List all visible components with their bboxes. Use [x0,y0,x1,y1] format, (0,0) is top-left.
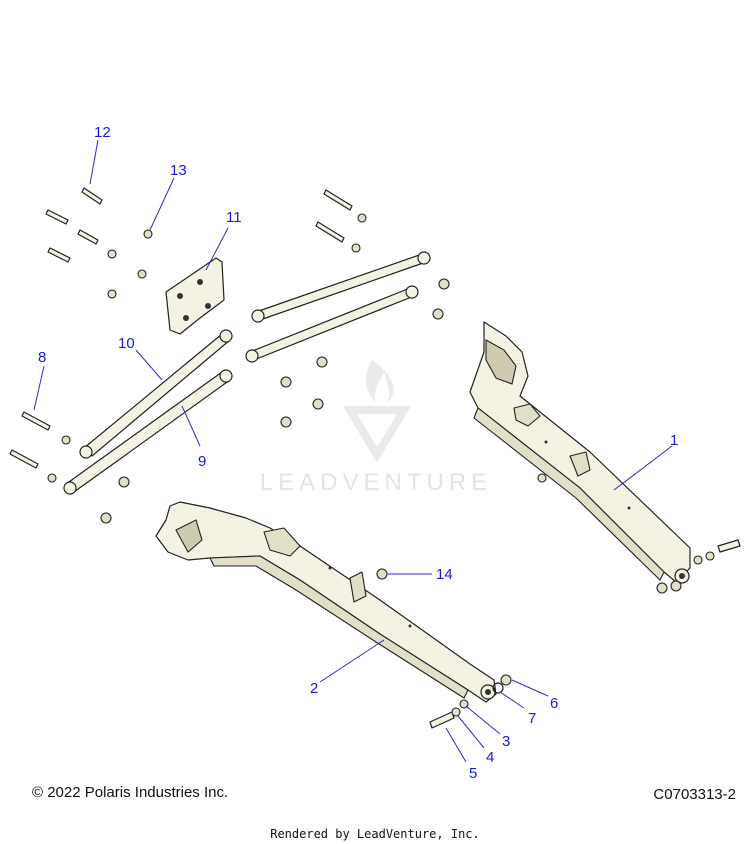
callout-12: 12 [94,124,111,141]
radius-rod-9 [63,369,233,495]
callout-14: 14 [436,566,453,583]
bolts [9,187,741,729]
copyright-text: © 2022 Polaris Industries Inc. [32,784,229,801]
callout-4: 4 [486,749,494,766]
callout-2: 2 [310,680,318,697]
callout-6: 6 [550,695,558,712]
callout-5: 5 [469,765,477,782]
rendered-by-text: Rendered by LeadVenture, Inc. [270,827,480,841]
radius-rod-10 [79,329,233,459]
callout-10: 10 [118,335,135,352]
trailing-arm-left [155,501,497,703]
callout-13: 13 [170,162,187,179]
radius-rod-upper-b [245,285,419,363]
callout-8: 8 [38,349,46,366]
watermark-text: LEADVENTURE [260,469,492,496]
diagram-code: C0703313-2 [653,786,736,803]
leadventure-watermark-logo: LEADVENTURE [260,360,492,496]
radius-rod-upper-a [251,251,431,323]
callout-9: 9 [198,453,206,470]
nuts-and-washers [47,213,715,717]
callout-11: 11 [226,209,242,226]
callout-3: 3 [502,733,510,750]
callout-1: 1 [670,432,678,449]
bracket-plate [165,257,225,335]
callout-labels: 1 2 3 4 5 6 7 8 9 10 11 12 13 14 [38,124,678,782]
leader-lines [33,139,673,763]
callout-7: 7 [528,710,536,727]
trailing-arm-right [469,321,691,584]
